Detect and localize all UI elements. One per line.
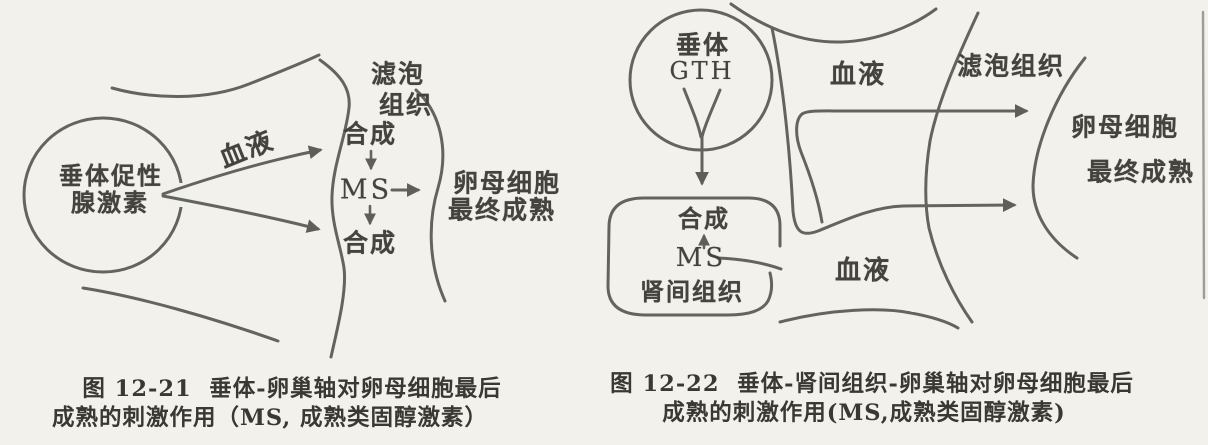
right-top-vessel-curve xyxy=(729,2,938,44)
left-oocyte-boundary-curve xyxy=(414,88,447,303)
right-lower-vessel-arrow xyxy=(770,26,1017,235)
right-blood-bottom-label: 血液 xyxy=(834,256,892,286)
right-oocyte-boundary-curve xyxy=(1031,56,1087,260)
left-blood-vessel-upper-arrow xyxy=(161,145,323,196)
right-caption-line2: 成熟的刺激作用(MS,成熟类固醇激素) xyxy=(662,400,1066,426)
right-pituitary-label-line2: GTH xyxy=(669,57,735,85)
left-follicle-label-line1: 滤泡 xyxy=(370,59,426,89)
right-blood-top-label: 血液 xyxy=(829,60,887,90)
left-pituitary-label-line2: 腺激素 xyxy=(71,188,149,217)
right-oocyte-label-line1: 卵母细胞 xyxy=(1070,112,1180,142)
right-upper-vessel-arrow xyxy=(795,104,1029,224)
right-pituitary-label-line1: 垂体 xyxy=(675,30,731,60)
left-blood-vessel-lower-arrow xyxy=(161,194,321,233)
left-caption-line1: 图 12-21 垂体-卵巢轴对卵母细胞最后 xyxy=(82,376,502,402)
left-synthesis-top-label: 合成 xyxy=(342,119,398,149)
left-top-vessel-curve xyxy=(110,53,321,98)
right-interrenal-box xyxy=(606,196,782,317)
right-ms-label: MS xyxy=(675,243,727,273)
right-caption-line1: 图 12-22 垂体-肾间组织-卵巢轴对卵母细胞最后 xyxy=(610,371,1134,397)
right-funnel-right-curve xyxy=(700,88,722,139)
page-edge-line xyxy=(1201,10,1206,300)
right-synthesis-label: 合成 xyxy=(678,204,730,233)
left-bottom-vessel-curve xyxy=(81,286,280,343)
left-oocyte-label-line1: 卵母细胞 xyxy=(452,168,562,198)
left-pituitary-label-line1: 垂体促性 xyxy=(59,161,163,190)
left-caption-line2: 成熟的刺激作用（MS, 成熟类固醇激素） xyxy=(51,405,489,431)
left-synthesis-bottom-label: 合成 xyxy=(342,228,398,258)
right-follicle-boundary-curve xyxy=(924,11,980,324)
left-follicle-boundary-curve xyxy=(318,58,351,359)
right-interrenal-label: 肾间组织 xyxy=(640,277,744,306)
left-oocyte-label-line2: 最终成熟 xyxy=(447,195,557,225)
left-follicle-label-line2: 组织 xyxy=(378,90,434,120)
right-follicle-label: 滤泡组织 xyxy=(956,51,1066,81)
left-ms-label: MS xyxy=(339,174,393,206)
right-ms-outflow-line xyxy=(716,256,783,271)
right-funnel-left-curve xyxy=(682,87,703,139)
right-oocyte-label-line2: 最终成熟 xyxy=(1086,157,1196,187)
right-bottom-vessel-curve xyxy=(778,308,960,330)
